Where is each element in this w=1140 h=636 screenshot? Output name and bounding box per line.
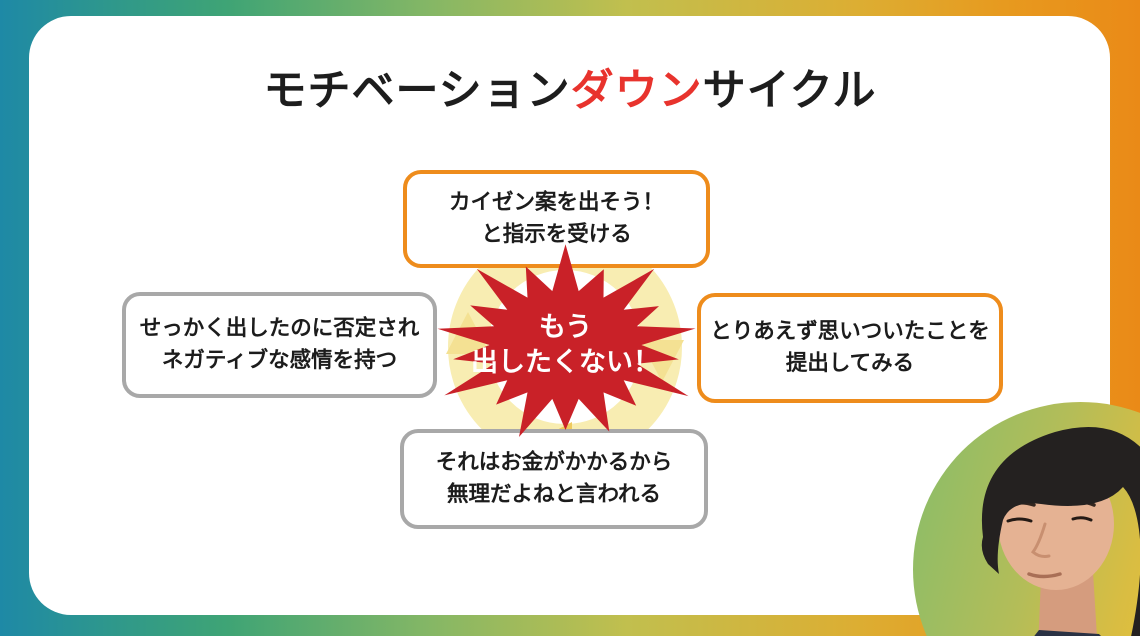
cycle-box-instruction-line2: と指示を受ける [481, 222, 632, 247]
presenter-silhouette [981, 426, 1140, 636]
starburst-line1: もう [538, 311, 593, 343]
starburst-icon [437, 244, 696, 437]
person-eye-left [1006, 517, 1033, 523]
cycle-box-submit-line2: 提出してみる [785, 351, 915, 376]
cycle-box-rejected: それはお金がかかるから 無理だよねと言われる [400, 429, 708, 529]
person-nose [1030, 522, 1051, 558]
cycle-box-rejected-line2: 無理だよねと言われる [447, 482, 661, 507]
cycle-box-instruction-line1: カイゼン案を出そう！ [448, 189, 664, 215]
starburst-shape [437, 244, 696, 437]
cycle-box-submit-line1: とりあえず思いついたことを [710, 318, 990, 344]
person-mouth [1027, 572, 1062, 579]
person-eye-right [1071, 516, 1093, 522]
person-hair [981, 426, 1140, 636]
person-polo-shirt [1034, 630, 1101, 636]
title-highlight: ダウン [570, 66, 703, 116]
title-suffix: サイクル [702, 66, 877, 116]
starburst-line2: 出したくない！ [471, 347, 660, 378]
cycle-box-instruction: カイゼン案を出そう！ と指示を受ける [403, 170, 710, 268]
cycle-box-submit: とりあえず思いついたことを 提出してみる [697, 293, 1003, 403]
cycle-box-negative-feeling: せっかく出したのに否定され ネガティブな感情を持つ [122, 292, 437, 398]
cycle-box-negative-feeling-line1: せっかく出したのに否定され [139, 315, 420, 341]
slide-title: モチベーションダウンサイクル [0, 56, 1140, 118]
starburst-text: もう 出したくない！ [423, 238, 708, 452]
title-prefix: モチベーション [263, 66, 571, 116]
cycle-box-rejected-line1: それはお金がかかるから [435, 449, 673, 475]
cycle-box-negative-feeling-line2: ネガティブな感情を持つ [161, 348, 398, 373]
